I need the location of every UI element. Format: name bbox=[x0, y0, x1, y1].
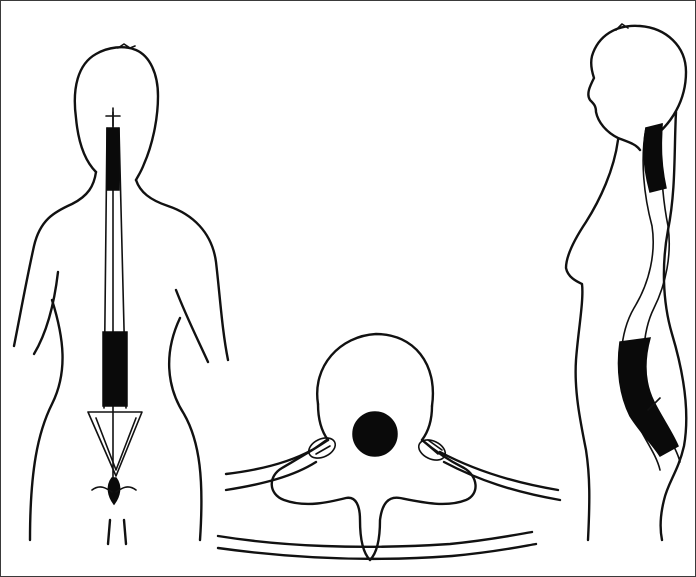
back-right-leg bbox=[124, 520, 126, 544]
back-upper-block bbox=[107, 128, 119, 190]
vertebra-cross-section bbox=[218, 334, 560, 560]
back-right-hip bbox=[169, 318, 201, 540]
vertebral-body bbox=[317, 334, 433, 406]
back-lower-block bbox=[103, 332, 127, 406]
side-front-contour bbox=[566, 140, 618, 540]
back-view-figure bbox=[14, 44, 228, 544]
side-upper-segment bbox=[644, 124, 666, 192]
back-left-leg bbox=[108, 520, 110, 544]
back-right-arm-inner bbox=[176, 290, 208, 362]
side-head-outline bbox=[588, 26, 686, 150]
posterior-arch bbox=[272, 440, 476, 560]
side-view-figure bbox=[566, 24, 686, 540]
back-left-arm-inner bbox=[34, 272, 58, 354]
right-pedicle bbox=[422, 406, 432, 440]
left-nerve-root bbox=[306, 434, 339, 462]
back-left-contour bbox=[14, 172, 96, 346]
skin-line-lower-1 bbox=[218, 532, 532, 547]
back-left-hip bbox=[30, 300, 63, 540]
back-right-contour bbox=[136, 180, 228, 360]
side-lower-segment bbox=[618, 338, 678, 456]
side-back-contour bbox=[661, 112, 687, 540]
right-nerve-root bbox=[416, 436, 449, 464]
spinal-cord bbox=[353, 412, 397, 456]
left-pedicle bbox=[318, 404, 328, 440]
